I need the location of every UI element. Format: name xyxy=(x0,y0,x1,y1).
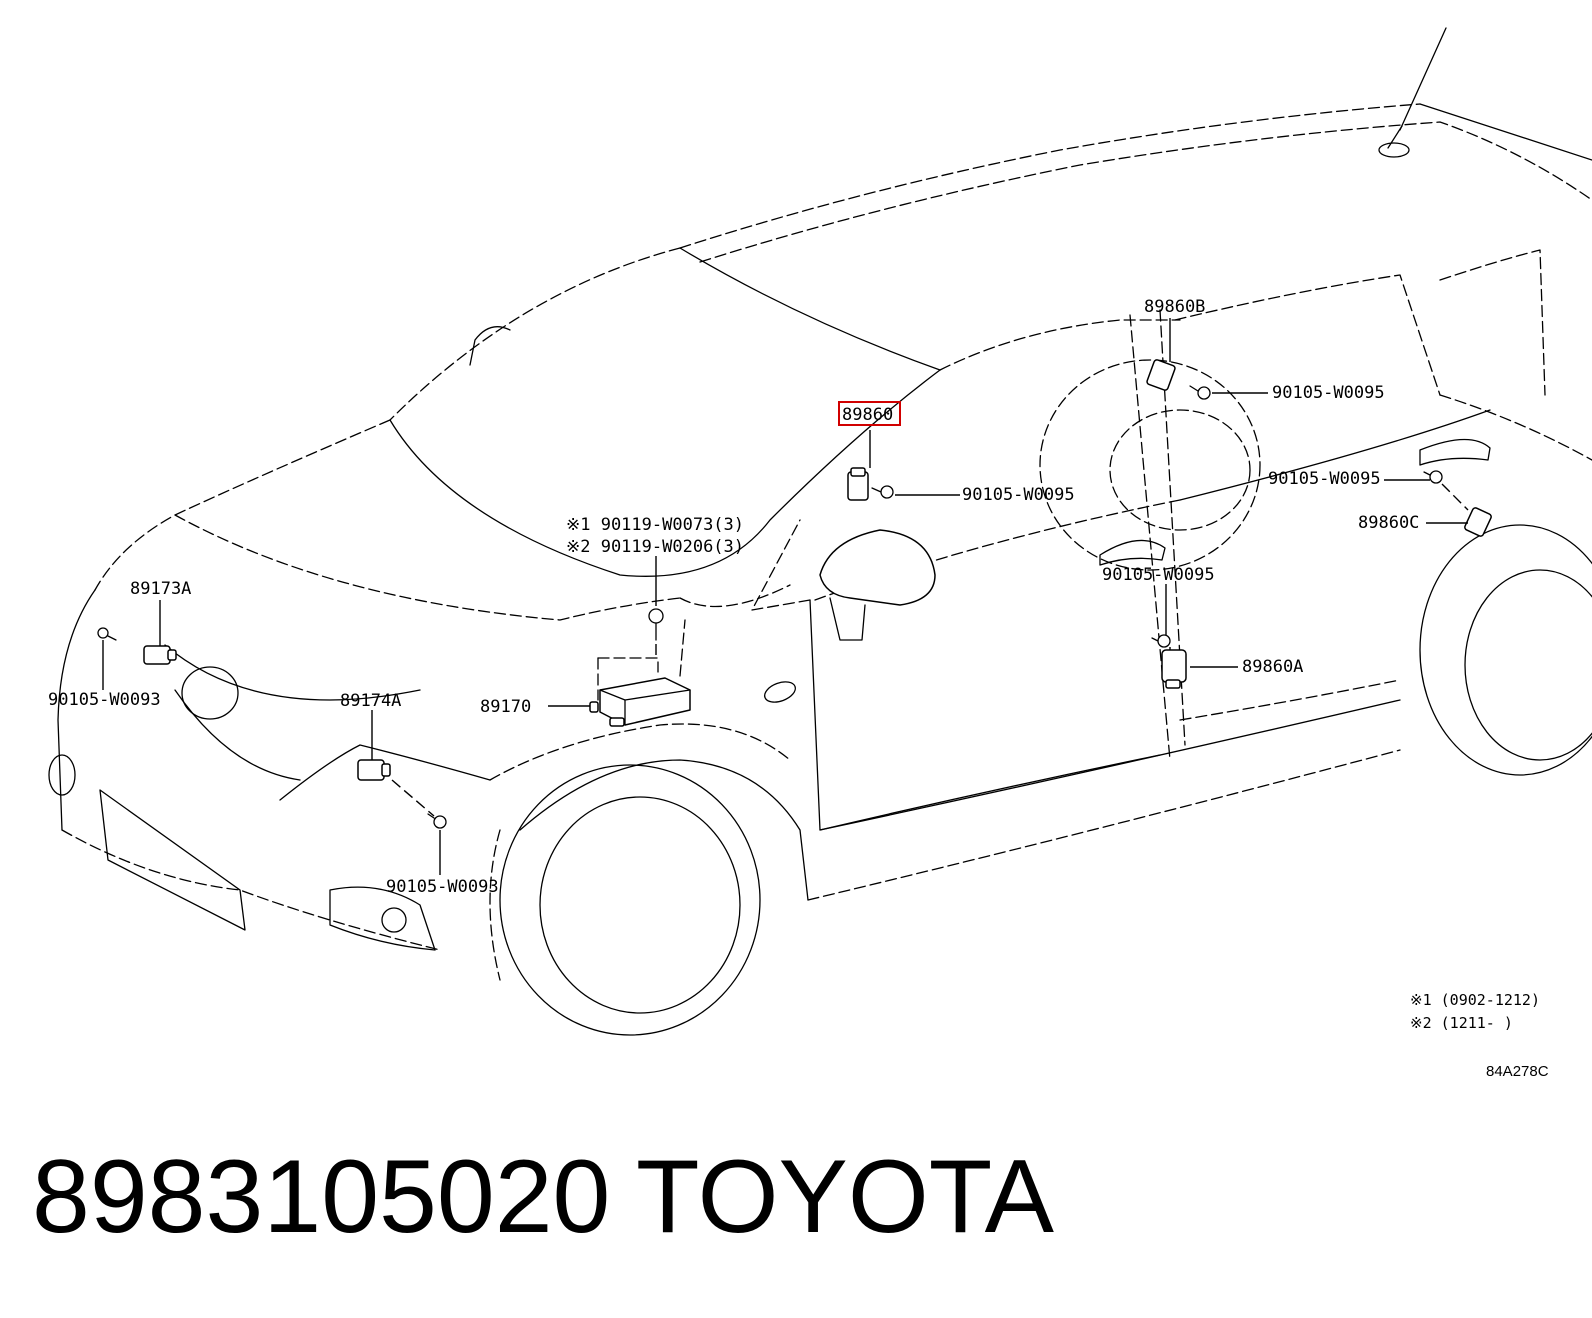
reference-code: 84A278C xyxy=(1486,1063,1549,1080)
label-bolt-front-right: 90105-W0093 xyxy=(386,877,499,897)
brand-name: TOYOTA xyxy=(636,1139,1054,1255)
bolt-icon xyxy=(1189,385,1211,400)
bolt-icon xyxy=(427,813,447,829)
leader-lines xyxy=(102,318,1469,875)
label-89170: 89170 xyxy=(480,697,531,717)
note-1: ※1 (0902-1212) xyxy=(1410,991,1540,1009)
bolt-icon xyxy=(871,485,894,499)
sensor-89860c xyxy=(1464,507,1492,537)
label-bolt-lower-door: 90105-W0095 xyxy=(1102,565,1215,585)
sensor-89860 xyxy=(847,467,869,501)
sensor-89860b xyxy=(1146,359,1176,391)
label-bolt-b-pillar: 90105-W0095 xyxy=(1272,383,1385,403)
label-ecu-bolt-1: ※1 90119-W0073(3) xyxy=(566,515,744,535)
label-bolt-front-left: 90105-W0093 xyxy=(48,690,161,710)
sensor-89174a xyxy=(357,759,391,781)
bolt-icon xyxy=(1423,470,1443,484)
label-89860c: 89860C xyxy=(1358,513,1419,533)
parts-diagram: 89860 89860B 90105-W0095 90105-W0095 901… xyxy=(48,27,1592,1080)
car-outline xyxy=(48,27,1592,1036)
note-2: ※2 (1211- ) xyxy=(1410,1014,1513,1032)
label-89860b: 89860B xyxy=(1144,297,1205,317)
airbag-ecu-89170 xyxy=(589,619,691,727)
sensor-89173a xyxy=(143,645,177,665)
label-89860a: 89860A xyxy=(1242,657,1303,677)
label-89174a: 89174A xyxy=(340,691,401,711)
bolt-icon xyxy=(1151,634,1171,648)
label-89173a: 89173A xyxy=(130,579,191,599)
part-number: 8983105020 xyxy=(32,1139,611,1255)
label-89860-highlighted: 89860 xyxy=(842,405,893,425)
label-bolt-rear: 90105-W0095 xyxy=(1268,469,1381,489)
bolt-icon xyxy=(97,627,117,641)
highlight-box xyxy=(838,401,901,426)
label-bolt-a-pillar: 90105-W0095 xyxy=(962,485,1075,505)
bolt-icon xyxy=(648,608,664,641)
label-ecu-bolt-2: ※2 90119-W0206(3) xyxy=(566,537,744,557)
sensor-89860a xyxy=(1161,649,1187,689)
